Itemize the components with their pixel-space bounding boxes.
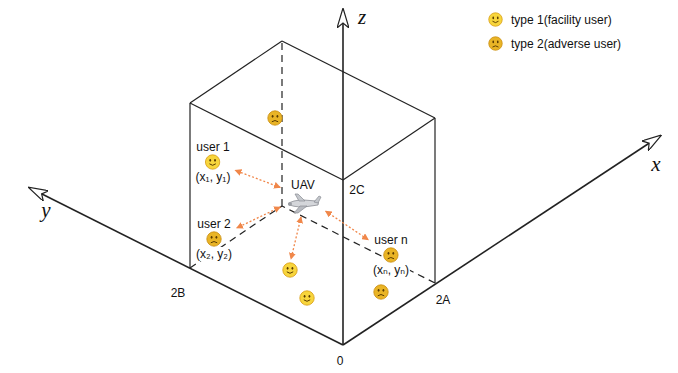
uav-icon	[284, 192, 322, 214]
uav-node: UAV	[282, 177, 324, 215]
space-box	[190, 41, 435, 283]
dimension-label: 2B	[171, 286, 186, 300]
user-icons	[268, 111, 388, 305]
sad-face	[206, 231, 222, 247]
dimension-label: 2A	[436, 293, 451, 307]
legend-entry: type 1(facility user)	[488, 12, 612, 27]
axis-label: y	[41, 198, 50, 223]
legend-text: type 1(facility user)	[511, 13, 612, 27]
happy-face	[205, 154, 221, 170]
link-arrow	[235, 170, 280, 187]
user-node: user 2 (x₂, y₂)	[193, 216, 235, 262]
coordinate-label: (x₁, y₁)	[195, 170, 232, 184]
legend-text: type 2(adverse user)	[511, 37, 621, 51]
node-label: user 2	[196, 217, 231, 231]
user-node: user 1 (x₁, y₁)	[193, 139, 234, 185]
node-label: user 1	[195, 140, 230, 154]
sad-face	[383, 247, 399, 263]
dimension-label: 0	[337, 354, 344, 368]
node-label: user n	[373, 233, 408, 247]
coordinate-label: (xₙ, yₙ)	[372, 263, 410, 277]
axis-label: z	[358, 5, 366, 30]
axis-label: x	[651, 152, 660, 177]
sad-face	[488, 36, 503, 51]
dimension-label: 2C	[349, 183, 364, 197]
coordinate-label: (x₂, y₂)	[195, 247, 233, 261]
user-node: user n (xₙ, yₙ)	[370, 232, 412, 278]
happy-face	[488, 12, 503, 27]
link-arrow	[291, 217, 301, 259]
link-arrow	[326, 211, 369, 240]
axes	[30, 10, 660, 345]
legend-entry: type 2(adverse user)	[488, 36, 621, 51]
node-label: UAV	[290, 178, 316, 192]
link-arrow	[237, 207, 280, 228]
